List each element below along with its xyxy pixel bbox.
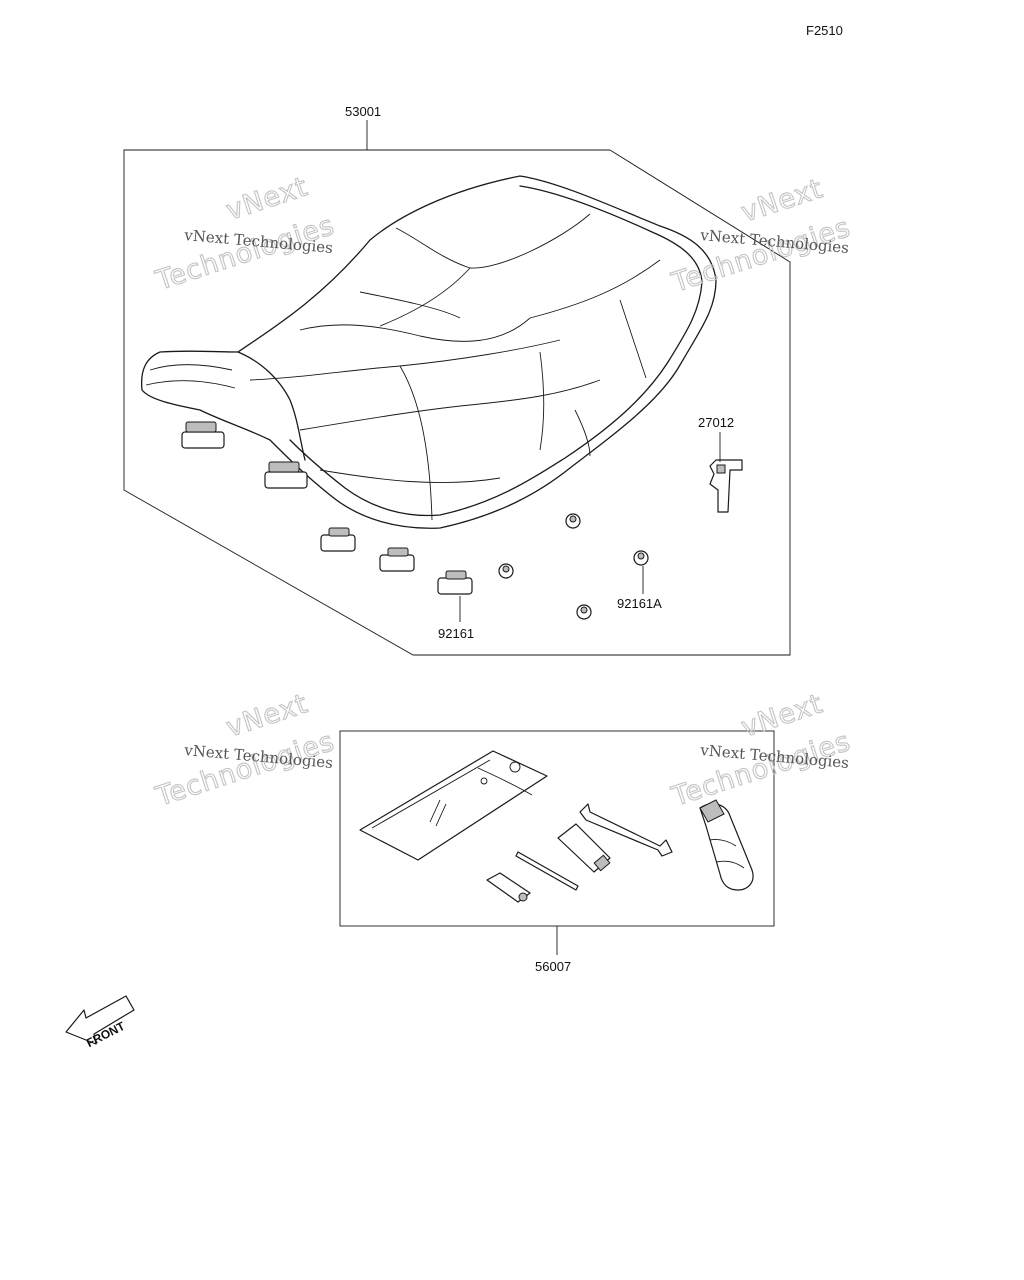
seat-group-frame — [123, 149, 791, 656]
figure-code: F2510 — [806, 23, 843, 38]
socket-wrench[interactable] — [557, 823, 611, 873]
label-56007[interactable]: 56007 — [535, 959, 571, 974]
seat-group: 53001 — [123, 104, 791, 656]
screwdriver-shaft[interactable] — [515, 851, 579, 891]
toolkit-group: 56007 — [339, 730, 775, 974]
watermark-top-right: vNext Technologies vNext Technologies — [667, 173, 855, 300]
tool-pouch[interactable] — [359, 750, 548, 861]
damper-blocks-92161[interactable] — [320, 527, 473, 595]
label-92161[interactable]: 92161 — [438, 626, 474, 641]
watermark-bottom-left: vNext Technologies vNext Technologies — [151, 688, 339, 814]
front-arrow: FRONT — [65, 995, 135, 1050]
label-53001[interactable]: 53001 — [345, 104, 381, 119]
label-27012[interactable]: 27012 — [698, 415, 734, 430]
watermark-bottom-right: vNext Technologies vNext Technologies — [667, 688, 855, 814]
seat-drawing[interactable] — [140, 175, 717, 529]
grommets-92161A[interactable] — [498, 513, 649, 620]
svg-text:vNext: vNext — [223, 171, 312, 226]
svg-text:vNext: vNext — [738, 173, 827, 228]
label-92161A[interactable]: 92161A — [617, 596, 662, 611]
watermark-top-left: vNext Technologies vNext Technologies — [151, 171, 339, 298]
screwdriver-bit[interactable] — [486, 872, 531, 903]
bracket-27012[interactable] — [709, 459, 743, 513]
svg-text:Technologies: Technologies — [668, 212, 855, 299]
screwdriver-handle[interactable] — [699, 799, 754, 891]
spanner-wrench[interactable] — [579, 803, 673, 857]
